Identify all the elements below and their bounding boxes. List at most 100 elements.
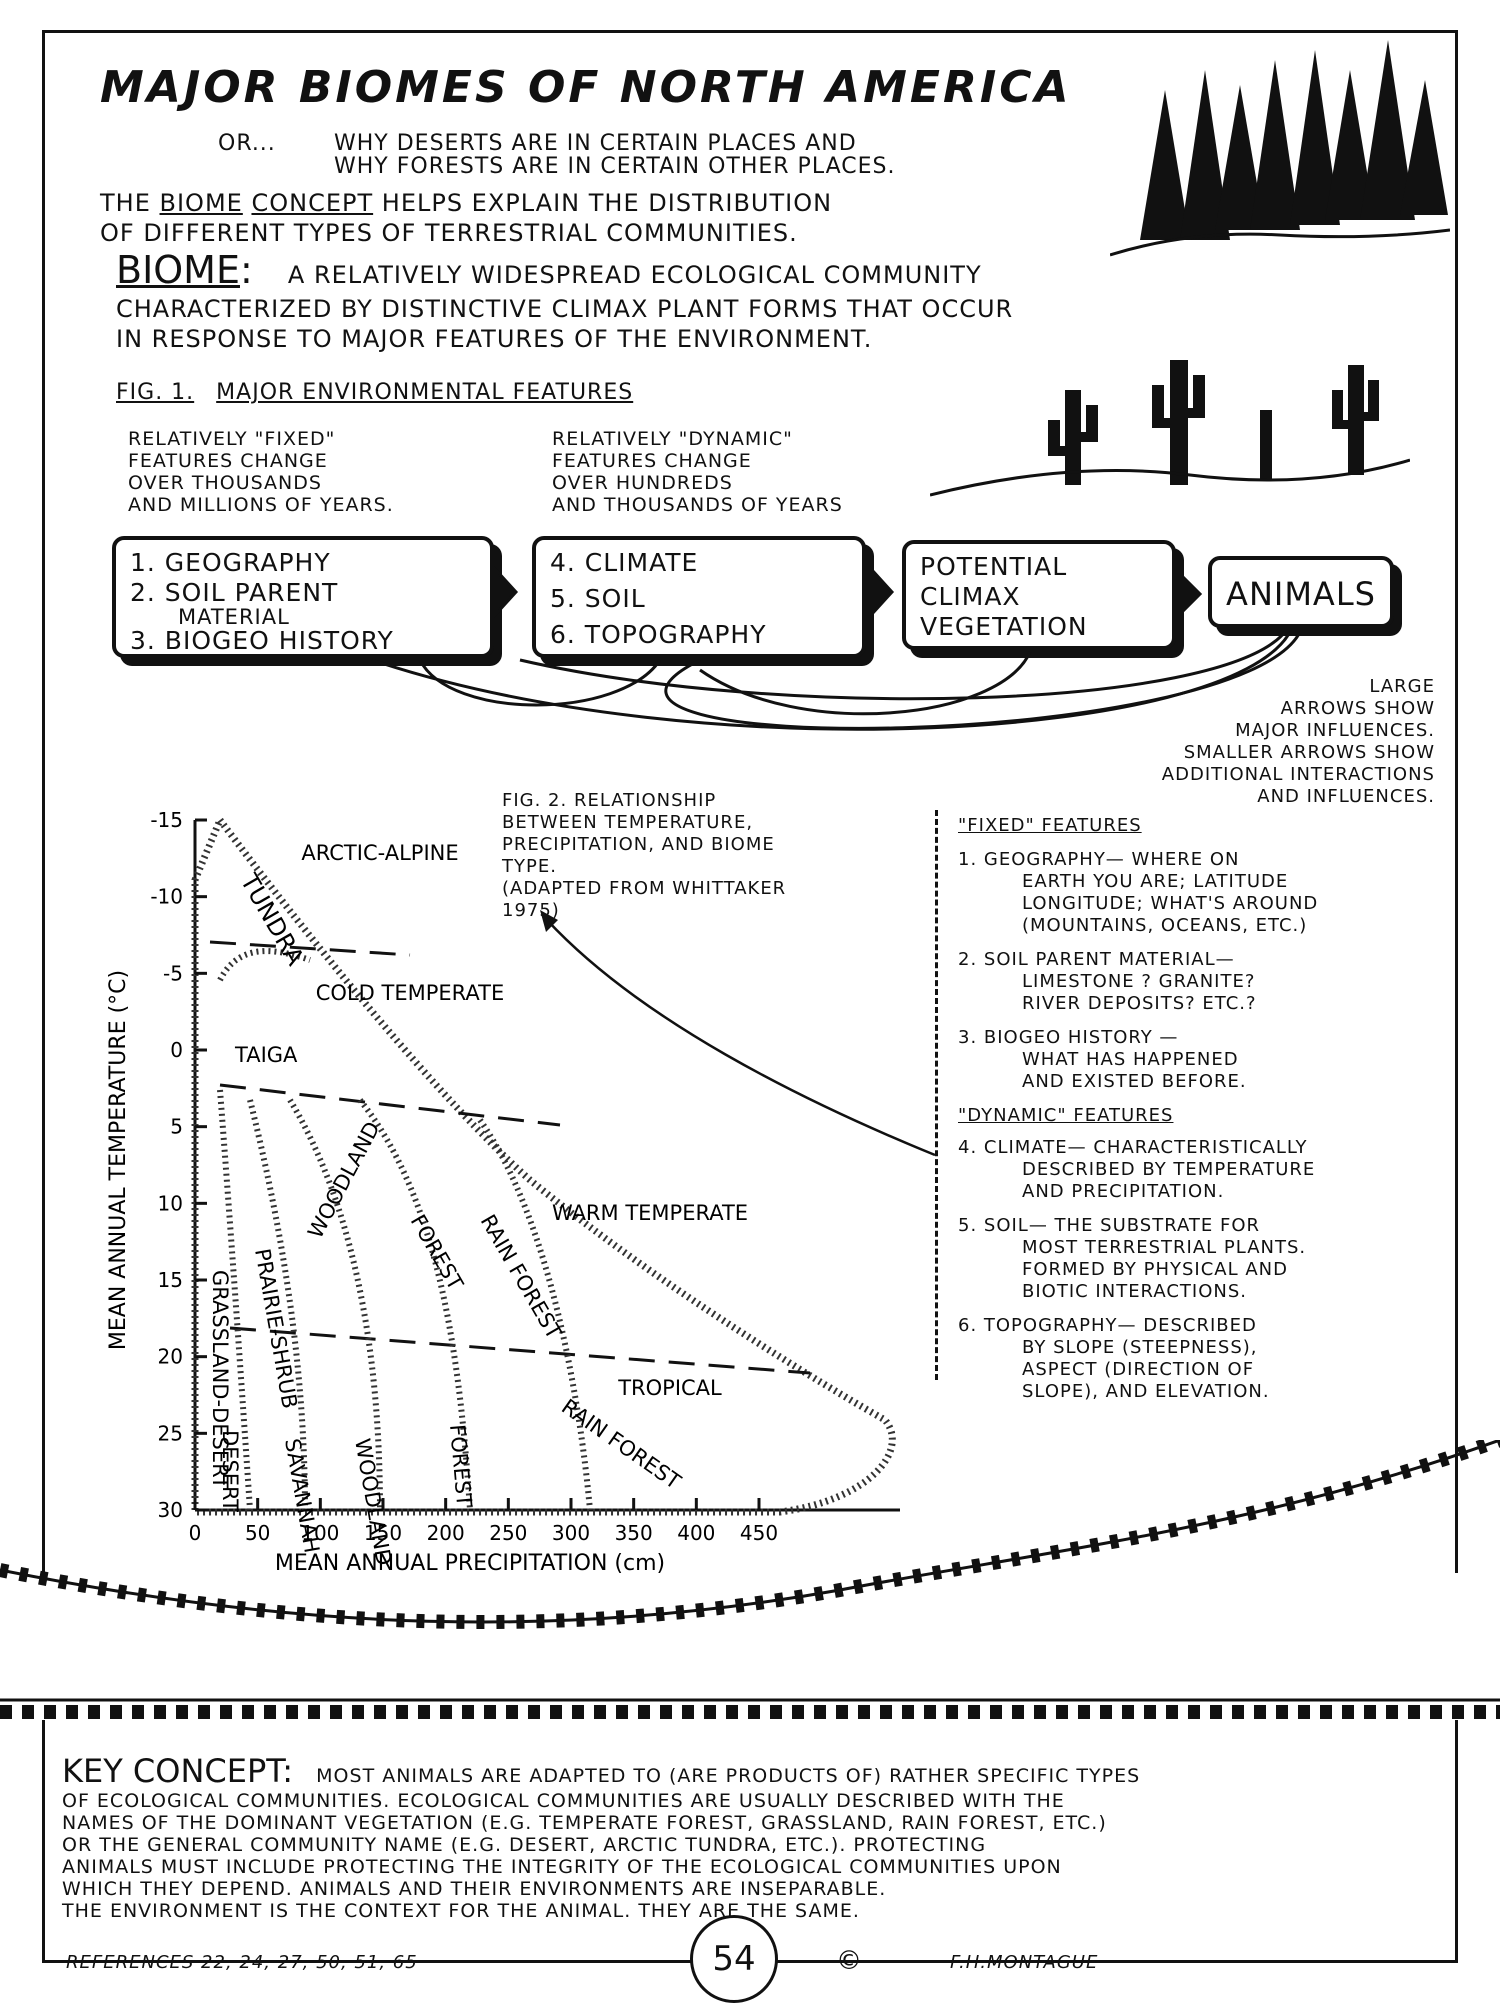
dynamic-features-heading: "DYNAMIC" FEATURES (958, 1105, 1174, 1126)
intro-biome: BIOME (159, 189, 243, 217)
note-line: LARGE (1369, 676, 1435, 697)
note-line: MAJOR INFLUENCES. (1235, 720, 1435, 741)
biome-label: FOREST (406, 1211, 468, 1295)
y-tick-label: 0 (170, 1038, 183, 1062)
fixed-features-heading: "FIXED" FEATURES (958, 815, 1142, 836)
caption-line: FIG. 2. RELATIONSHIP (502, 790, 717, 811)
biome-label: TAIGA (234, 1043, 298, 1067)
dynamic-features-item-line: ASPECT (DIRECTION OF (1022, 1359, 1255, 1380)
box3-line: POTENTIAL (920, 552, 1068, 581)
fixed-features-item-line: WHAT HAS HAPPENED (1022, 1049, 1239, 1070)
definition-line-3: IN RESPONSE TO MAJOR FEATURES OF THE ENV… (116, 325, 873, 353)
climate-arrow (546, 919, 936, 1157)
y-tick-label: -5 (163, 961, 183, 985)
box2-line: 6. TOPOGRAPHY (550, 620, 767, 649)
definition-line-2: CHARACTERIZED BY DISTINCTIVE CLIMAX PLAN… (116, 295, 1014, 323)
key-concept-line: MOST ANIMALS ARE ADAPTED TO (ARE PRODUCT… (316, 1765, 1141, 1787)
fixed-desc-line: FEATURES CHANGE (128, 450, 328, 472)
fixed-features-item-line: RIVER DEPOSITS? ETC.? (1022, 993, 1257, 1014)
dynamic-desc-line: OVER HUNDREDS (552, 472, 733, 494)
y-tick-label: 25 (158, 1421, 183, 1445)
fixed-features-item-line: 1. GEOGRAPHY— WHERE ON (958, 849, 1240, 870)
dynamic-features-item-line: BY SLOPE (STEEPNESS), (1022, 1337, 1258, 1358)
animals-box: ANIMALS (1208, 556, 1394, 628)
intro-pre: THE (100, 189, 151, 217)
fig1-label: FIG. 1. (116, 380, 195, 405)
caption-line: PRECIPITATION, AND BIOME (502, 834, 775, 855)
box2-line: 4. CLIMATE (550, 548, 699, 577)
key-concept-label: KEY CONCEPT: (62, 1752, 294, 1790)
biome-definition: BIOME: A RELATIVELY WIDESPREAD ECOLOGICA… (116, 248, 982, 292)
x-tick-label: 250 (489, 1521, 527, 1545)
zone-label: COLD TEMPERATE (316, 981, 504, 1005)
intro-line-1: THE BIOME CONCEPT HELPS EXPLAIN THE DIST… (100, 188, 832, 218)
conifer-trees-illustration (1110, 40, 1450, 257)
caption-line: (ADAPTED FROM WHITTAKER (502, 878, 787, 899)
caption-line: TYPE. (502, 856, 557, 877)
dynamic-features-box: 4. CLIMATE 5. SOIL 6. TOPOGRAPHY (532, 536, 866, 658)
box3-line: CLIMAX (920, 582, 1021, 611)
x-tick-label: 200 (427, 1521, 465, 1545)
fixed-features-item-line: AND EXISTED BEFORE. (1022, 1071, 1247, 1092)
key-concept: KEY CONCEPT: MOST ANIMALS ARE ADAPTED TO… (62, 1752, 1442, 1922)
animals-label: ANIMALS (1226, 575, 1376, 613)
page-number: 54 (712, 1939, 756, 1979)
box1-line: MATERIAL (178, 605, 290, 629)
box3-line: VEGETATION (920, 612, 1088, 641)
fixed-desc-line: AND MILLIONS OF YEARS. (128, 494, 394, 516)
page-number-circle: 54 (690, 1915, 778, 2003)
box2-line: 5. SOIL (550, 584, 646, 613)
zone-label: ARCTIC-ALPINE (301, 841, 458, 865)
subtitle-or: OR... (218, 131, 276, 156)
vegetation-box: POTENTIAL CLIMAX VEGETATION (902, 540, 1176, 650)
arrow-icon (1180, 572, 1203, 616)
dynamic-features-item-line: DESCRIBED BY TEMPERATURE (1022, 1159, 1316, 1180)
biome-label: WOODLAND (303, 1118, 384, 1243)
x-tick-label: 150 (364, 1521, 402, 1545)
fixed-features-item: 2. SOIL PARENT MATERIAL—LIMESTONE ? GRAN… (958, 949, 1438, 1015)
top-panel-frame (42, 30, 1458, 1573)
x-tick-label: 450 (740, 1521, 778, 1545)
biome-label: RAIN FOREST (476, 1211, 567, 1344)
key-concept-line: THE ENVIRONMENT IS THE CONTEXT FOR THE A… (62, 1900, 860, 1922)
fixed-features-item-line: 3. BIOGEO HISTORY — (958, 1027, 1179, 1048)
key-concept-line: OF ECOLOGICAL COMMUNITIES. ECOLOGICAL CO… (62, 1790, 1065, 1812)
fixed-features-box: 1. GEOGRAPHY 2. SOIL PARENT MATERIAL 3. … (112, 536, 494, 658)
y-tick-label: -15 (150, 808, 183, 832)
dynamic-features-item-line: SLOPE), AND ELEVATION. (1022, 1381, 1270, 1402)
fig1-arrows (371, 566, 1302, 731)
arrows-note: LARGE ARROWS SHOW MAJOR INFLUENCES. SMAL… (1040, 676, 1435, 808)
dynamic-features-item-line: AND PRECIPITATION. (1022, 1181, 1225, 1202)
subtitle-line-2: WHY FORESTS ARE IN CERTAIN OTHER PLACES. (334, 154, 896, 179)
intro-post: HELPS EXPLAIN THE DISTRIBUTION (381, 189, 833, 217)
x-axis-label: MEAN ANNUAL PRECIPITATION (cm) (275, 1551, 665, 1576)
arrow-icon (870, 566, 895, 618)
y-tick-label: 20 (158, 1345, 183, 1369)
intro-line-2: OF DIFFERENT TYPES OF TERRESTRIAL COMMUN… (100, 219, 798, 247)
dynamic-features-item-line: 4. CLIMATE— CHARACTERISTICALLY (958, 1137, 1308, 1158)
fixed-desc-line: RELATIVELY "FIXED" (128, 428, 336, 450)
dynamic-features-item-line: 5. SOIL— THE SUBSTRATE FOR (958, 1215, 1261, 1236)
fixed-features-item-line: (MOUNTAINS, OCEANS, ETC.) (1022, 915, 1308, 936)
y-tick-label: 5 (170, 1115, 183, 1139)
biome-label: DESERT (218, 1430, 242, 1512)
x-tick-label: 0 (189, 1521, 202, 1545)
fig1-heading: FIG. 1. MAJOR ENVIRONMENTAL FEATURES (116, 380, 633, 405)
y-tick-label: 30 (158, 1498, 183, 1522)
key-concept-line: OR THE GENERAL COMMUNITY NAME (e.g. DESE… (62, 1834, 987, 1856)
arrowhead-icon (540, 910, 558, 932)
y-axis-label: MEAN ANNUAL TEMPERATURE (°C) (106, 970, 131, 1350)
key-concept-line: WHICH THEY DEPEND. ANIMALS AND THEIR ENV… (62, 1878, 887, 1900)
x-tick-label: 350 (615, 1521, 653, 1545)
dynamic-features-item-line: MOST TERRESTRIAL PLANTS. (1022, 1237, 1307, 1258)
y-tick-label: 15 (158, 1268, 183, 1292)
column-divider (935, 810, 938, 1380)
zone-label: WARM TEMPERATE (552, 1201, 748, 1225)
definition-term: BIOME (116, 248, 240, 292)
definition-colon: : (239, 248, 253, 292)
